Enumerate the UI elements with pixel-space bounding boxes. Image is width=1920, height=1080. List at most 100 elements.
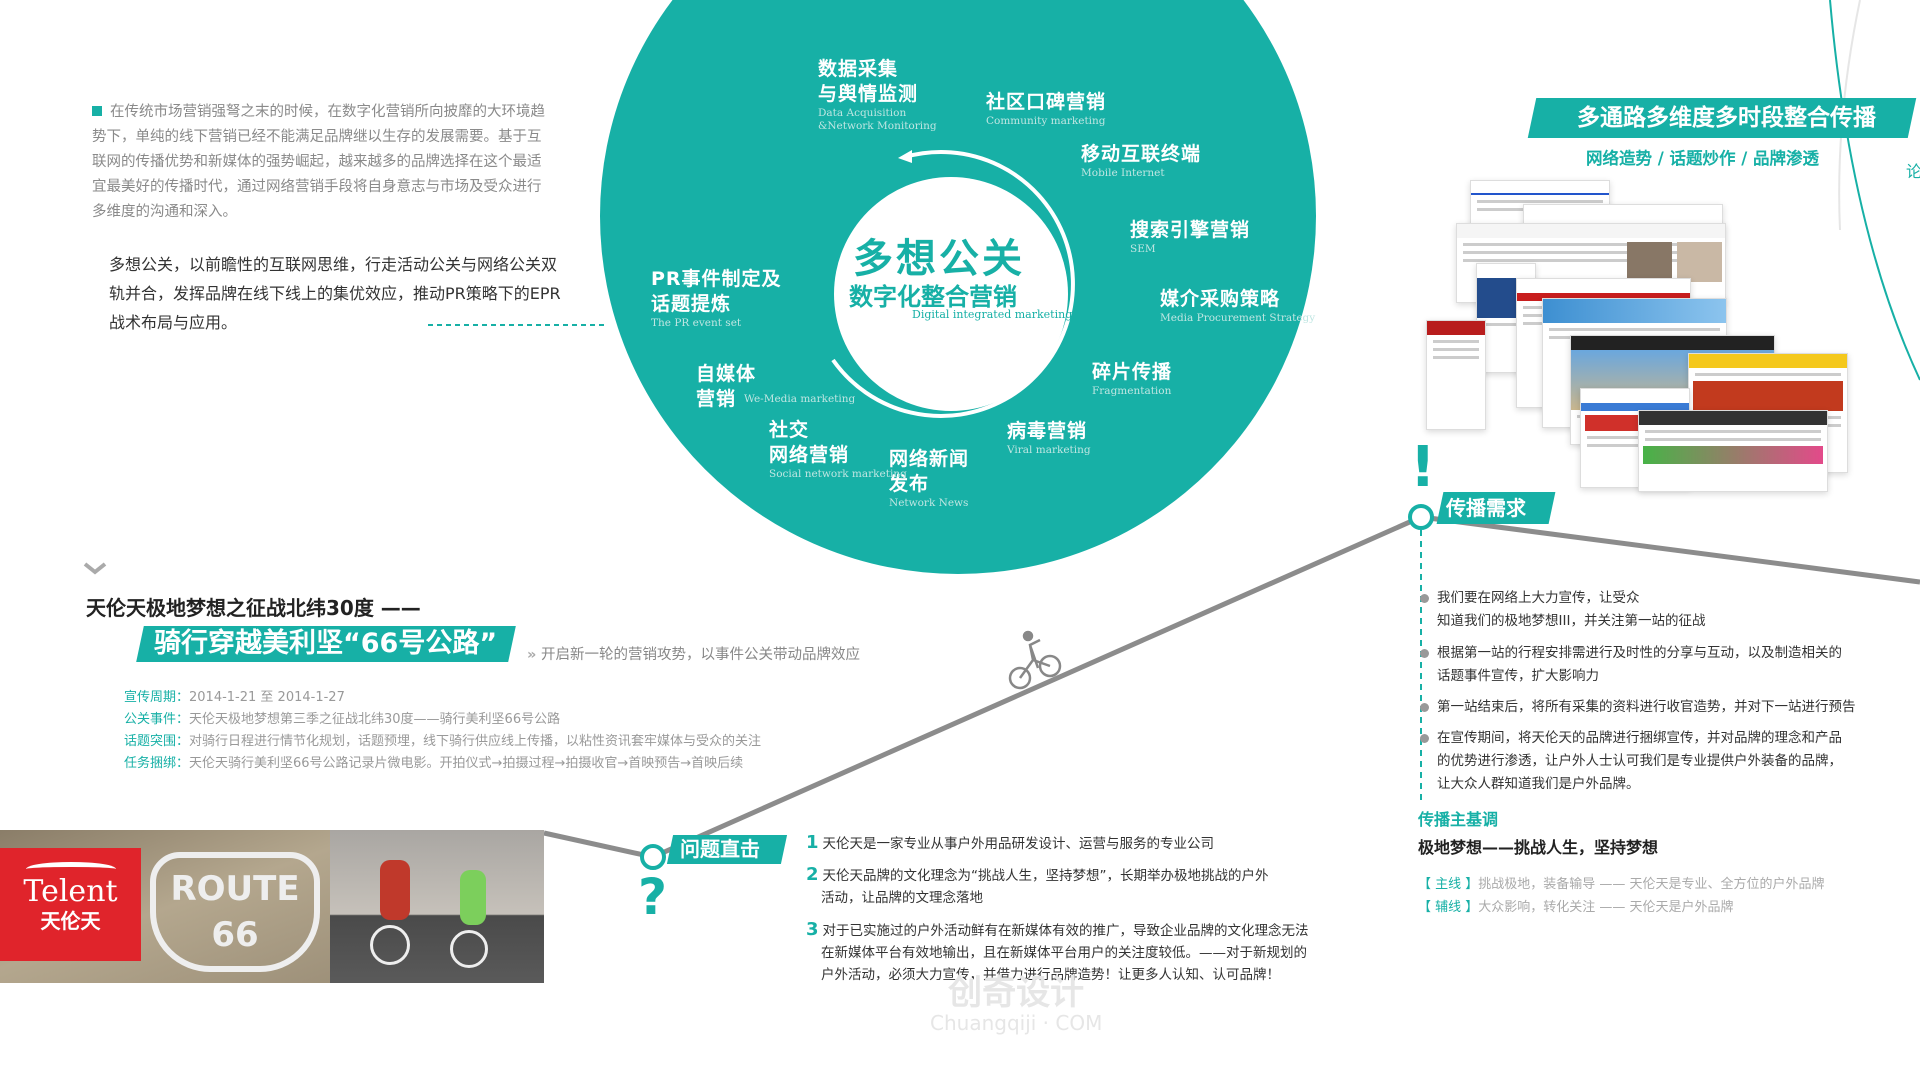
- wheel-item-label: 营销: [696, 388, 737, 410]
- edge-text: 论: [1906, 162, 1920, 181]
- intro-statement: 多想公关，以前瞻性的互联网思维，行走活动公关与网络公关双轨并合，发挥品牌在线下线…: [109, 255, 561, 332]
- problem-item-text: 户外活动，必须大力宣传，并借力进行品牌造势！让更多人认知、认可品牌！: [821, 967, 1280, 983]
- route66-sign-shield: ROUTE 66: [150, 852, 320, 972]
- main-line-text: 挑战极地，装备输导 —— 天伦天是专业、全方位的户外品牌: [1478, 877, 1825, 892]
- problem-item-number: 1: [806, 832, 819, 853]
- wheel-item-label: 社交: [769, 419, 810, 441]
- need-bullet-text: 在宣传期间，将天伦天的品牌进行捆绑宣传，并对品牌的理念和产品: [1437, 730, 1842, 746]
- bullet-dot-icon: [1420, 594, 1429, 603]
- wheel-arrow-head: [898, 150, 912, 163]
- event-row: 公关事件：天伦天极地梦想第三季之征战北纬30度——骑行美利坚66号公路: [124, 708, 560, 727]
- wheel-item-english: Network News: [889, 497, 969, 509]
- problem-item-number: 2: [806, 864, 819, 885]
- logo-text-cn: 天伦天: [40, 909, 101, 933]
- chevron-down-icon: [83, 562, 107, 575]
- tone-text: 极地梦想——挑战人生，坚持梦想: [1418, 838, 1659, 857]
- question-mark-icon: ?: [638, 868, 668, 926]
- need-bullet-text: 根据第一站的行程安排需进行及时性的分享与互动，以及制造相关的: [1437, 645, 1842, 661]
- sub-line-tag: 【 辅线 】: [1418, 900, 1479, 915]
- need-bullet-text: 的优势进行渗透，让户外人士认可我们是专业提供户外装备的品牌，: [1437, 753, 1842, 769]
- event-row-label: 公关事件：: [124, 712, 190, 727]
- event-row-label: 宣传周期：: [124, 690, 190, 705]
- cyclists-photo: [330, 830, 544, 983]
- wheel-item-english: Community marketing: [986, 115, 1106, 127]
- wheel-cycle-arrow: [831, 150, 1075, 418]
- logo-wing-icon: [25, 862, 116, 876]
- watermark-en: Chuangqiji · COM: [930, 1011, 1103, 1035]
- wheel-item-mobile: 移动互联终端 Mobile Internet: [1081, 142, 1201, 180]
- wheel-item-english: Mobile Internet: [1081, 167, 1165, 179]
- wheel-item-english: &Network Monitoring: [818, 120, 937, 132]
- right-teal-arc: [1829, 0, 1920, 381]
- need-bullet: 根据第一站的行程安排需进行及时性的分享与互动，以及制造相关的话题事件宣传，扩大影…: [1420, 642, 1842, 688]
- wheel-item-community: 社区口碑营销 Community marketing: [986, 90, 1106, 128]
- event-title: 天伦天极地梦想之征战北纬30度 ——: [86, 596, 421, 620]
- main-line-tag: 【 主线 】: [1418, 877, 1479, 892]
- event-banner: 骑行穿越美利坚“66号公路”: [136, 626, 516, 662]
- event-photo-strip: ROUTE 66 Telent 天伦天: [0, 830, 544, 983]
- wheel-item-label: 与舆情监测: [818, 83, 919, 105]
- problem-item-text: 在新媒体平台有效地输出，且在新媒体平台用户的关注度较低。——对于新规划的: [821, 945, 1307, 961]
- wheel-item-english: We-Media marketing: [744, 393, 856, 405]
- event-row: 宣传周期：2014-1-21 至 2014-1-27: [124, 686, 345, 705]
- problem-item-text: 天伦天是一家专业从事户外用品研发设计、运营与服务的专业公司: [822, 836, 1215, 852]
- spread-banner: 多通路多维度多时段整合传播: [1527, 98, 1917, 138]
- event-row-label: 任务捆绑：: [124, 756, 190, 771]
- wheel-item-english: SEM: [1130, 243, 1156, 255]
- wheel-item-label: 网络营销: [769, 444, 850, 466]
- wheel-item-english: Fragmentation: [1092, 385, 1172, 397]
- wheel-item-label: 病毒营销: [1007, 420, 1088, 442]
- spread-subtitle: 网络造势 / 话题炒作 / 品牌渗透: [1586, 149, 1820, 168]
- bullet-square-icon: [92, 106, 102, 116]
- wheel-item-english: Viral marketing: [1007, 444, 1091, 456]
- need-bullet-text: 话题事件宣传，扩大影响力: [1437, 668, 1599, 684]
- wheel-item-label: 社区口碑营销: [986, 91, 1107, 113]
- website-collage: [1426, 178, 1851, 493]
- route66-sign: ROUTE 66: [170, 869, 300, 955]
- problem-label: 问题直击: [666, 835, 788, 864]
- wheel-item-label: PR事件制定及: [651, 268, 782, 290]
- wheel-item-english: Data Acquisition: [818, 107, 907, 119]
- wheel-inner-circle: [834, 177, 1068, 411]
- problem-item-number: 3: [806, 919, 819, 940]
- wheel-item-label: 媒介采购策略: [1160, 288, 1281, 310]
- watermark-cn: 创奇设计: [948, 973, 1085, 1013]
- event-row-label: 话题突围：: [124, 734, 190, 749]
- need-label-text: 传播需求: [1446, 496, 1526, 520]
- tone-label: 传播主基调: [1418, 810, 1499, 829]
- bullet-dot-icon: [1420, 703, 1429, 712]
- intro-paragraph: 在传统市场营销强弩之末的时候，在数字化营销所向披靡的大环境趋势下，单纯的线下营销…: [92, 100, 552, 225]
- need-bullet-text: 知道我们的极地梦想III，并关注第一站的征战: [1437, 613, 1706, 629]
- wheel-subtitle: 数字化整合营销: [849, 283, 1017, 311]
- telent-logo: Telent 天伦天: [0, 848, 141, 961]
- event-banner-text: 骑行穿越美利坚“66号公路”: [154, 628, 498, 659]
- wheel-title: 多想公关: [853, 236, 1025, 282]
- wheel-item-label: 移动互联终端: [1081, 143, 1202, 165]
- wheel-item-data: 数据采集与舆情监测 Data Acquisition&Network Monit…: [818, 57, 937, 133]
- problem-item-text: 天伦天品牌的文化理念为“挑战人生，坚持梦想”，长期举办极地挑战的户外: [822, 868, 1269, 884]
- double-chevron-icon: »: [527, 647, 537, 663]
- event-tagline: » 开启新一轮的营销攻势，以事件公关带动品牌效应: [527, 643, 860, 664]
- wheel-item-label: 自媒体: [696, 363, 757, 385]
- need-bullet-text: 让大众人群知道我们是户外品牌。: [1437, 776, 1640, 792]
- watermark: 创奇设计 Chuangqiji · COM: [810, 975, 1102, 1035]
- need-bullet: 我们要在网络上大力宣传，让受众知道我们的极地梦想III，并关注第一站的征战: [1420, 587, 1706, 633]
- cyclist-icon: [1008, 630, 1062, 690]
- need-bullet-text: 我们要在网络上大力宣传，让受众: [1437, 590, 1640, 606]
- wheel-item-english: The PR event set: [651, 317, 742, 329]
- need-bullet: 在宣传期间，将天伦天的品牌进行捆绑宣传，并对品牌的理念和产品的优势进行渗透，让户…: [1420, 727, 1842, 796]
- event-row-value: 对骑行日程进行情节化规划，话题预埋，线下骑行供应线上传播，以粘性资讯套牢媒体与受…: [189, 734, 762, 749]
- event-row-value: 2014-1-21 至 2014-1-27: [189, 690, 345, 705]
- event-row: 任务捆绑：天伦天骑行美利坚66号公路记录片微电影。开拍仪式→拍摄过程→拍摄收官→…: [124, 752, 743, 771]
- event-tagline-text: 开启新一轮的营销攻势，以事件公关带动品牌效应: [540, 647, 860, 663]
- event-row: 话题突围：对骑行日程进行情节化规划，话题预埋，线下骑行供应线上传播，以粘性资讯套…: [124, 730, 761, 749]
- sub-line-text: 大众影响，转化关注 —— 天伦天是户外品牌: [1478, 900, 1734, 915]
